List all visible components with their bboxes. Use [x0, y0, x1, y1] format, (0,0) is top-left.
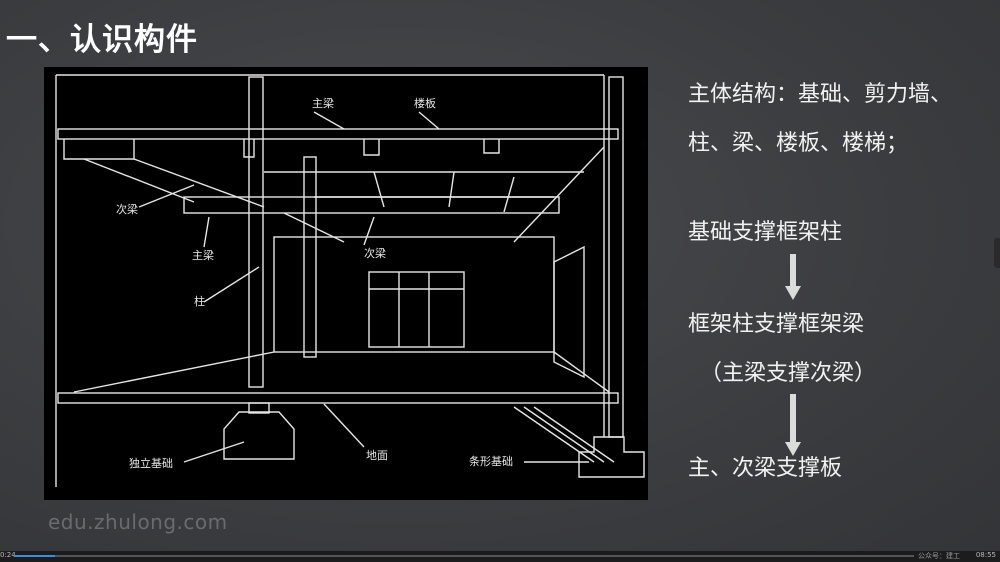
label-main-beam-top: 主梁 — [312, 96, 334, 110]
watermark: edu.zhulong.com — [48, 510, 228, 534]
label-slab: 楼板 — [414, 96, 436, 110]
progress-fill — [14, 555, 55, 557]
structure-drawing-svg: 主梁 楼板 次梁 主梁 次梁 柱 独立基础 地面 条形基础 — [55, 74, 645, 487]
current-time: 0:24 — [0, 551, 16, 559]
label-ground: 地面 — [366, 449, 388, 462]
side-panel-handle[interactable] — [994, 238, 1000, 268]
note-line-4: 框架柱支撑框架梁 — [688, 312, 865, 337]
label-isolated-footing: 独立基础 — [129, 456, 173, 470]
note-line-2: 柱、梁、楼板、楼梯； — [688, 131, 909, 156]
public-account-tag: 公众号：建工 — [918, 552, 960, 560]
label-strip-footing: 条形基础 — [469, 454, 513, 468]
label-column: 柱 — [194, 294, 205, 308]
down-arrow-icon — [785, 254, 801, 300]
note-line-5: （主梁支撑次梁） — [700, 361, 877, 386]
total-time: 08:55 — [975, 551, 996, 559]
slide-title: 一、认识构件 — [6, 22, 198, 58]
label-secondary-beam-mid: 次梁 — [364, 246, 386, 260]
note-line-6: 主、次梁支撑板 — [688, 456, 843, 481]
note-line-1: 主体结构：基础、剪力墙、 — [688, 82, 953, 107]
video-player-bar: 0:24 公众号：建工 08:55 — [0, 551, 1000, 562]
label-main-beam-left: 主梁 — [192, 248, 214, 262]
down-arrow-icon — [785, 394, 801, 456]
progress-track[interactable] — [14, 555, 914, 557]
label-secondary-beam-left: 次梁 — [116, 202, 138, 216]
structure-drawing: 主梁 楼板 次梁 主梁 次梁 柱 独立基础 地面 条形基础 — [44, 67, 648, 500]
note-line-3: 基础支撑框架柱 — [688, 220, 843, 245]
